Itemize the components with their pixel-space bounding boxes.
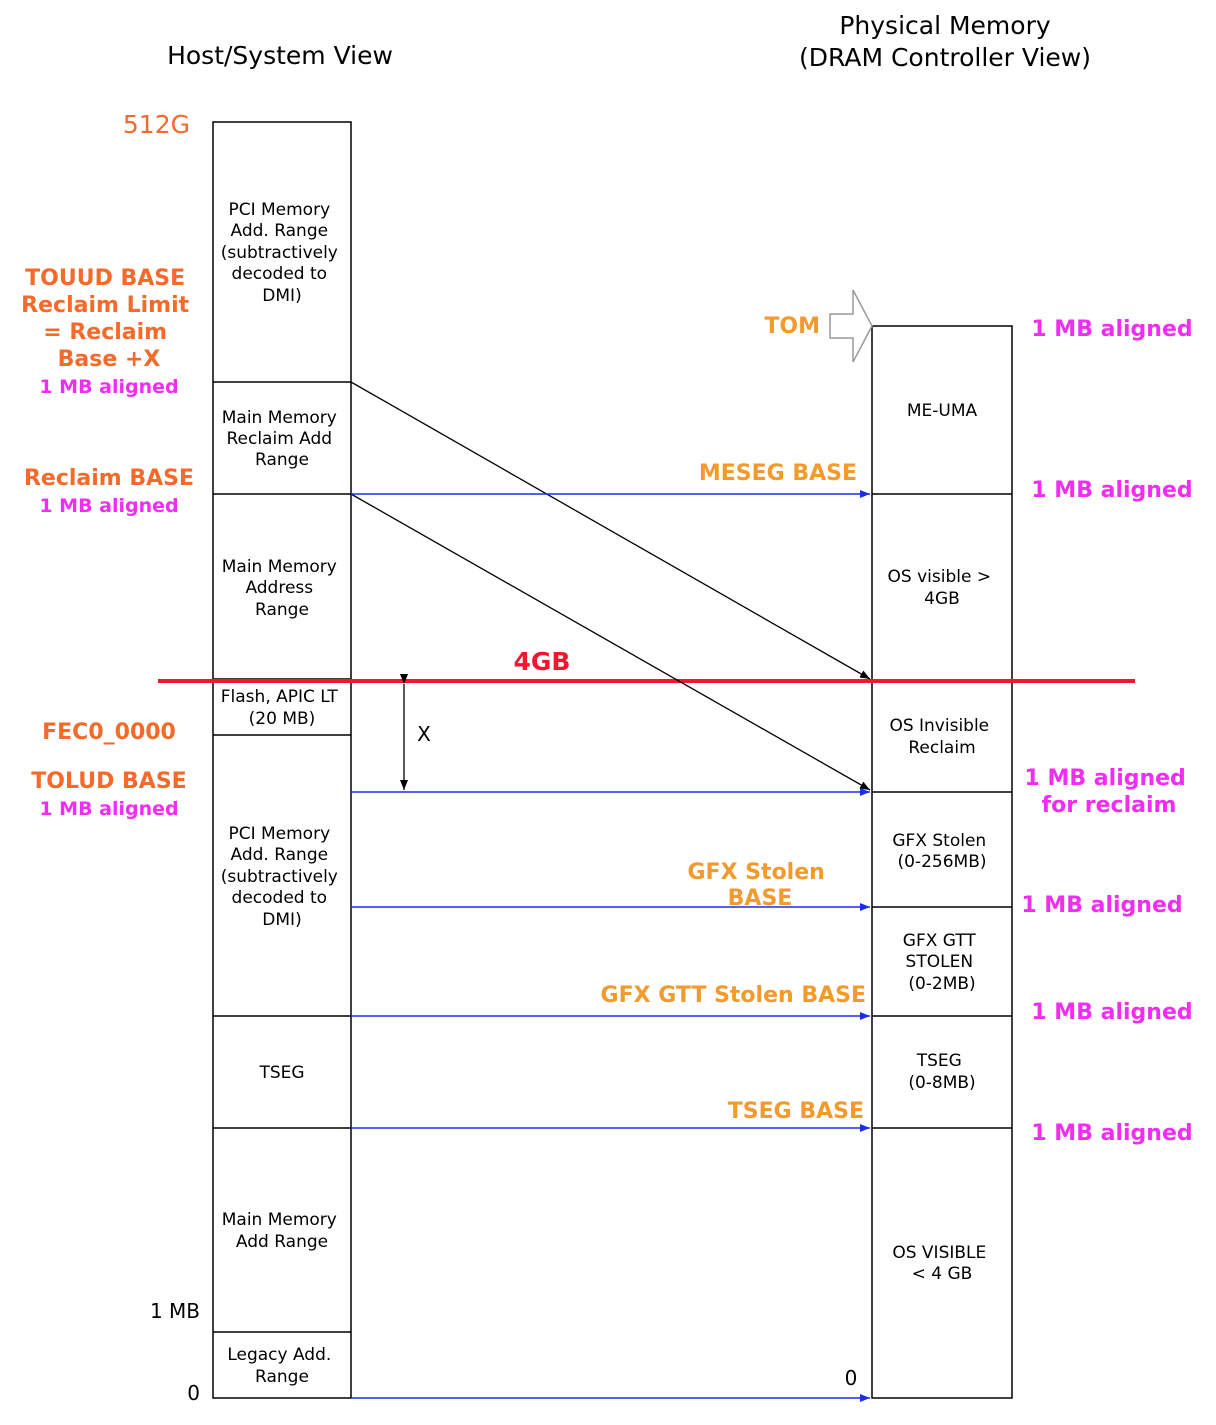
reclaim-mapping-arrow-lower xyxy=(350,493,871,791)
tom-label: TOM xyxy=(764,314,820,339)
tolud-aligned-label: 1 MB aligned xyxy=(39,798,178,820)
host-block-main-add-range: Main Memory Add Range xyxy=(222,1210,343,1252)
fec0-label: FEC0_0000 xyxy=(42,720,176,745)
top-address-label: 512G xyxy=(123,110,190,139)
host-block-legacy: Legacy Add. Range xyxy=(227,1345,336,1387)
physical-memory-subtitle: (DRAM Controller View) xyxy=(799,43,1091,72)
four-gb-label: 4GB xyxy=(514,647,571,676)
reclaim-base-label: Reclaim BASE xyxy=(24,466,194,491)
phys-block-gfx-stolen: GFX Stolen (0-256MB) xyxy=(892,831,991,872)
meseg-aligned-label: 1 MB aligned xyxy=(1031,478,1192,503)
phys-block-me-uma: ME-UMA xyxy=(907,401,978,421)
touud-base-label: TOUUD BASE Reclaim Limit = Reclaim Base … xyxy=(21,266,197,372)
phys-block-os-invisible-reclaim: OS Invisible Reclaim xyxy=(889,716,994,758)
one-mb-label: 1 MB xyxy=(150,1299,200,1323)
gfx-stolen-aligned-label: 1 MB aligned xyxy=(1021,893,1182,918)
host-block-reclaim: Main Memory Reclaim Add Range xyxy=(222,408,343,470)
host-block-flash-apic: Flash, APIC LT (20 MB) xyxy=(221,687,343,729)
phys-block-tseg: TSEG (0-8MB) xyxy=(908,1051,975,1093)
reclaim-mapping-arrow-upper xyxy=(350,381,871,680)
tolud-base-label: TOLUD BASE xyxy=(31,769,186,794)
meseg-base-label: MESEG BASE xyxy=(699,461,857,486)
gfx-stolen-base-label: GFX Stolen BASE xyxy=(688,860,833,911)
tseg-aligned-label: 1 MB aligned xyxy=(1031,1121,1192,1146)
host-block-main-memory: Main Memory Address Range xyxy=(222,557,343,620)
touud-aligned-label: 1 MB aligned xyxy=(39,376,178,398)
host-block-pci-lower: PCI Memory Add. Range (subtractively dec… xyxy=(221,824,344,930)
phys-block-os-visible-above-4gb: OS visible > 4GB xyxy=(888,567,997,609)
x-gap-label: X xyxy=(417,722,431,746)
host-block-tseg: TSEG xyxy=(258,1063,304,1083)
host-column: PCI Memory Add. Range (subtractively dec… xyxy=(212,121,352,1399)
zero-address-label: 0 xyxy=(187,1381,200,1405)
physical-column: ME-UMA OS visible > 4GB OS Invisible Rec… xyxy=(871,325,1013,1399)
host-column-frame xyxy=(212,121,352,1399)
physical-column-frame xyxy=(871,325,1013,1399)
host-block-pci-upper: PCI Memory Add. Range (subtractively dec… xyxy=(221,200,344,306)
tom-arrow-icon xyxy=(829,289,873,363)
host-view-title: Host/System View xyxy=(167,41,393,70)
gfx-gtt-stolen-base-label: GFX GTT Stolen BASE xyxy=(601,983,866,1008)
gtt-aligned-label: 1 MB aligned xyxy=(1031,1000,1192,1025)
tseg-base-label: TSEG BASE xyxy=(728,1099,864,1124)
physical-zero-label: 0 xyxy=(845,1366,858,1390)
phys-block-os-visible-below-4gb: OS VISIBLE < 4 GB xyxy=(892,1243,991,1284)
reclaim-aligned-right-label: 1 MB aligned for reclaim xyxy=(1025,766,1194,818)
phys-block-gfx-gtt-stolen: GFX GTT STOLEN (0-2MB) xyxy=(903,931,981,994)
reclaim-aligned-label: 1 MB aligned xyxy=(39,495,178,517)
physical-memory-title: Physical Memory xyxy=(839,11,1051,40)
tom-aligned-label: 1 MB aligned xyxy=(1031,317,1192,342)
